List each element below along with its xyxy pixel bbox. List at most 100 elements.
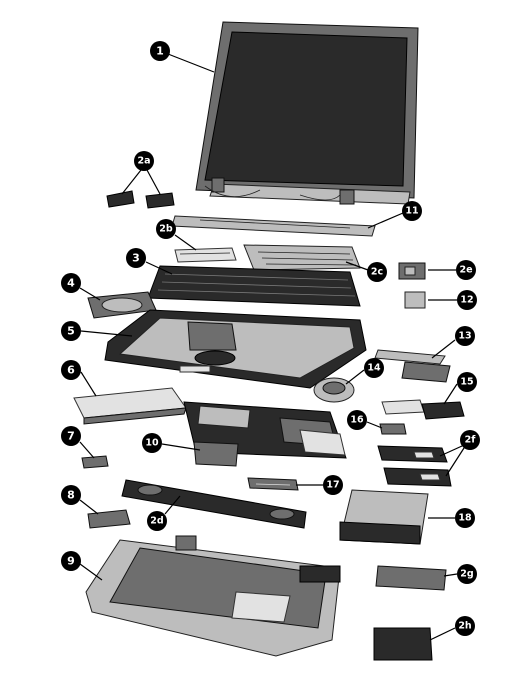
callout-2c: 2c <box>367 262 387 282</box>
callout-10: 10 <box>142 433 162 453</box>
leader-10 <box>161 443 201 451</box>
leader-7 <box>79 441 95 459</box>
top-cover-part <box>104 309 367 389</box>
leader-4 <box>79 287 101 301</box>
callout-16-label: 16 <box>350 415 364 426</box>
battery-cover-part <box>375 565 447 591</box>
callout-17-label: 17 <box>326 480 339 491</box>
leader-1 <box>167 53 215 73</box>
callout-6-label: 6 <box>67 364 75 377</box>
callout-5: 5 <box>61 321 81 341</box>
callout-9: 9 <box>61 551 81 571</box>
keyboard-part <box>147 265 361 307</box>
leader-14 <box>345 369 365 385</box>
leader-11 <box>367 212 404 229</box>
callout-2e-label: 2e <box>459 265 472 276</box>
leader-2g <box>443 573 458 577</box>
optical-drive-part <box>73 387 187 425</box>
display-assembly-part <box>195 21 419 205</box>
callout-18-label: 18 <box>458 513 472 524</box>
callout-10-label: 10 <box>145 438 159 449</box>
connector-bracket-part <box>398 262 426 280</box>
callout-3-label: 3 <box>132 252 140 265</box>
leader-3 <box>145 261 173 275</box>
callout-2h-label: 2h <box>458 621 472 632</box>
memory-covers-part <box>377 445 452 487</box>
callout-6: 6 <box>61 360 81 380</box>
leader-2f-top <box>439 445 463 457</box>
callout-18: 18 <box>455 508 475 528</box>
callout-2a-label: 2a <box>137 156 150 167</box>
leader-5 <box>80 330 133 337</box>
base-enclosure-part <box>85 535 341 657</box>
leader-2f-bottom <box>445 447 465 477</box>
speaker-assembly-part <box>121 479 307 529</box>
callout-14: 14 <box>364 358 384 378</box>
leader-8 <box>79 499 99 515</box>
callout-2b: 2b <box>156 219 176 239</box>
callout-2e: 2e <box>456 260 476 280</box>
leader-2c <box>345 261 369 271</box>
callout-2d: 2d <box>147 511 167 531</box>
callout-2b-label: 2b <box>159 224 173 235</box>
leader-2b <box>174 234 197 251</box>
leader-9 <box>79 563 103 581</box>
callout-2a: 2a <box>134 151 154 171</box>
callout-4-label: 4 <box>67 277 75 290</box>
callout-7-label: 7 <box>67 430 75 443</box>
callout-4: 4 <box>61 273 81 293</box>
mini-card-part <box>81 455 109 469</box>
leader-2a-left <box>121 169 142 195</box>
callout-2f-label: 2f <box>465 435 477 446</box>
callout-12: 12 <box>457 290 477 310</box>
fan-part <box>313 377 355 403</box>
callout-9-label: 9 <box>67 555 75 568</box>
callout-12-label: 12 <box>460 295 473 306</box>
hinge-covers-part <box>106 190 175 209</box>
heat-sink-part <box>243 244 361 271</box>
memory-module-part <box>247 477 299 491</box>
power-button-board-part <box>374 349 451 383</box>
leader-2a-right <box>146 169 161 195</box>
callout-1: 1 <box>150 41 170 61</box>
callout-13: 13 <box>455 326 475 346</box>
callout-7: 7 <box>61 426 81 446</box>
cable-kit-part <box>174 247 237 263</box>
callout-11: 11 <box>402 201 422 221</box>
callout-15: 15 <box>457 372 477 392</box>
leader-2d <box>164 495 181 515</box>
leader-lines <box>79 53 465 641</box>
callout-2d-label: 2d <box>150 516 163 527</box>
callout-8-label: 8 <box>67 489 75 502</box>
leader-13 <box>431 339 456 359</box>
system-board-part <box>183 401 347 467</box>
leader-16 <box>366 421 383 429</box>
audio-board-part <box>381 399 465 420</box>
processor-part <box>379 423 407 435</box>
wireless-card-part <box>87 509 131 529</box>
leader-6 <box>80 371 97 397</box>
callout-badges: 1 2a 2b 11 3 2c 2e 12 <box>61 41 480 636</box>
callout-1-label: 1 <box>156 45 164 58</box>
leader-2h <box>429 627 456 641</box>
modem-board-part <box>404 291 426 309</box>
callout-15-label: 15 <box>460 377 473 388</box>
callout-8: 8 <box>61 485 81 505</box>
callout-5-label: 5 <box>67 325 75 338</box>
switch-cover-part <box>171 215 376 237</box>
callout-3: 3 <box>126 248 146 268</box>
callout-2g: 2g <box>457 564 477 584</box>
callout-14-label: 14 <box>367 363 381 374</box>
callout-13-label: 13 <box>458 331 471 342</box>
battery-part <box>339 489 429 545</box>
callout-16: 16 <box>347 410 367 430</box>
callout-2h: 2h <box>455 616 475 636</box>
callout-11-label: 11 <box>405 206 418 217</box>
callout-2g-label: 2g <box>460 569 473 580</box>
access-door-part <box>373 627 433 661</box>
leader-15 <box>443 383 458 405</box>
callout-2f: 2f <box>460 430 480 450</box>
callout-2c-label: 2c <box>371 267 383 278</box>
callout-17: 17 <box>323 475 343 495</box>
